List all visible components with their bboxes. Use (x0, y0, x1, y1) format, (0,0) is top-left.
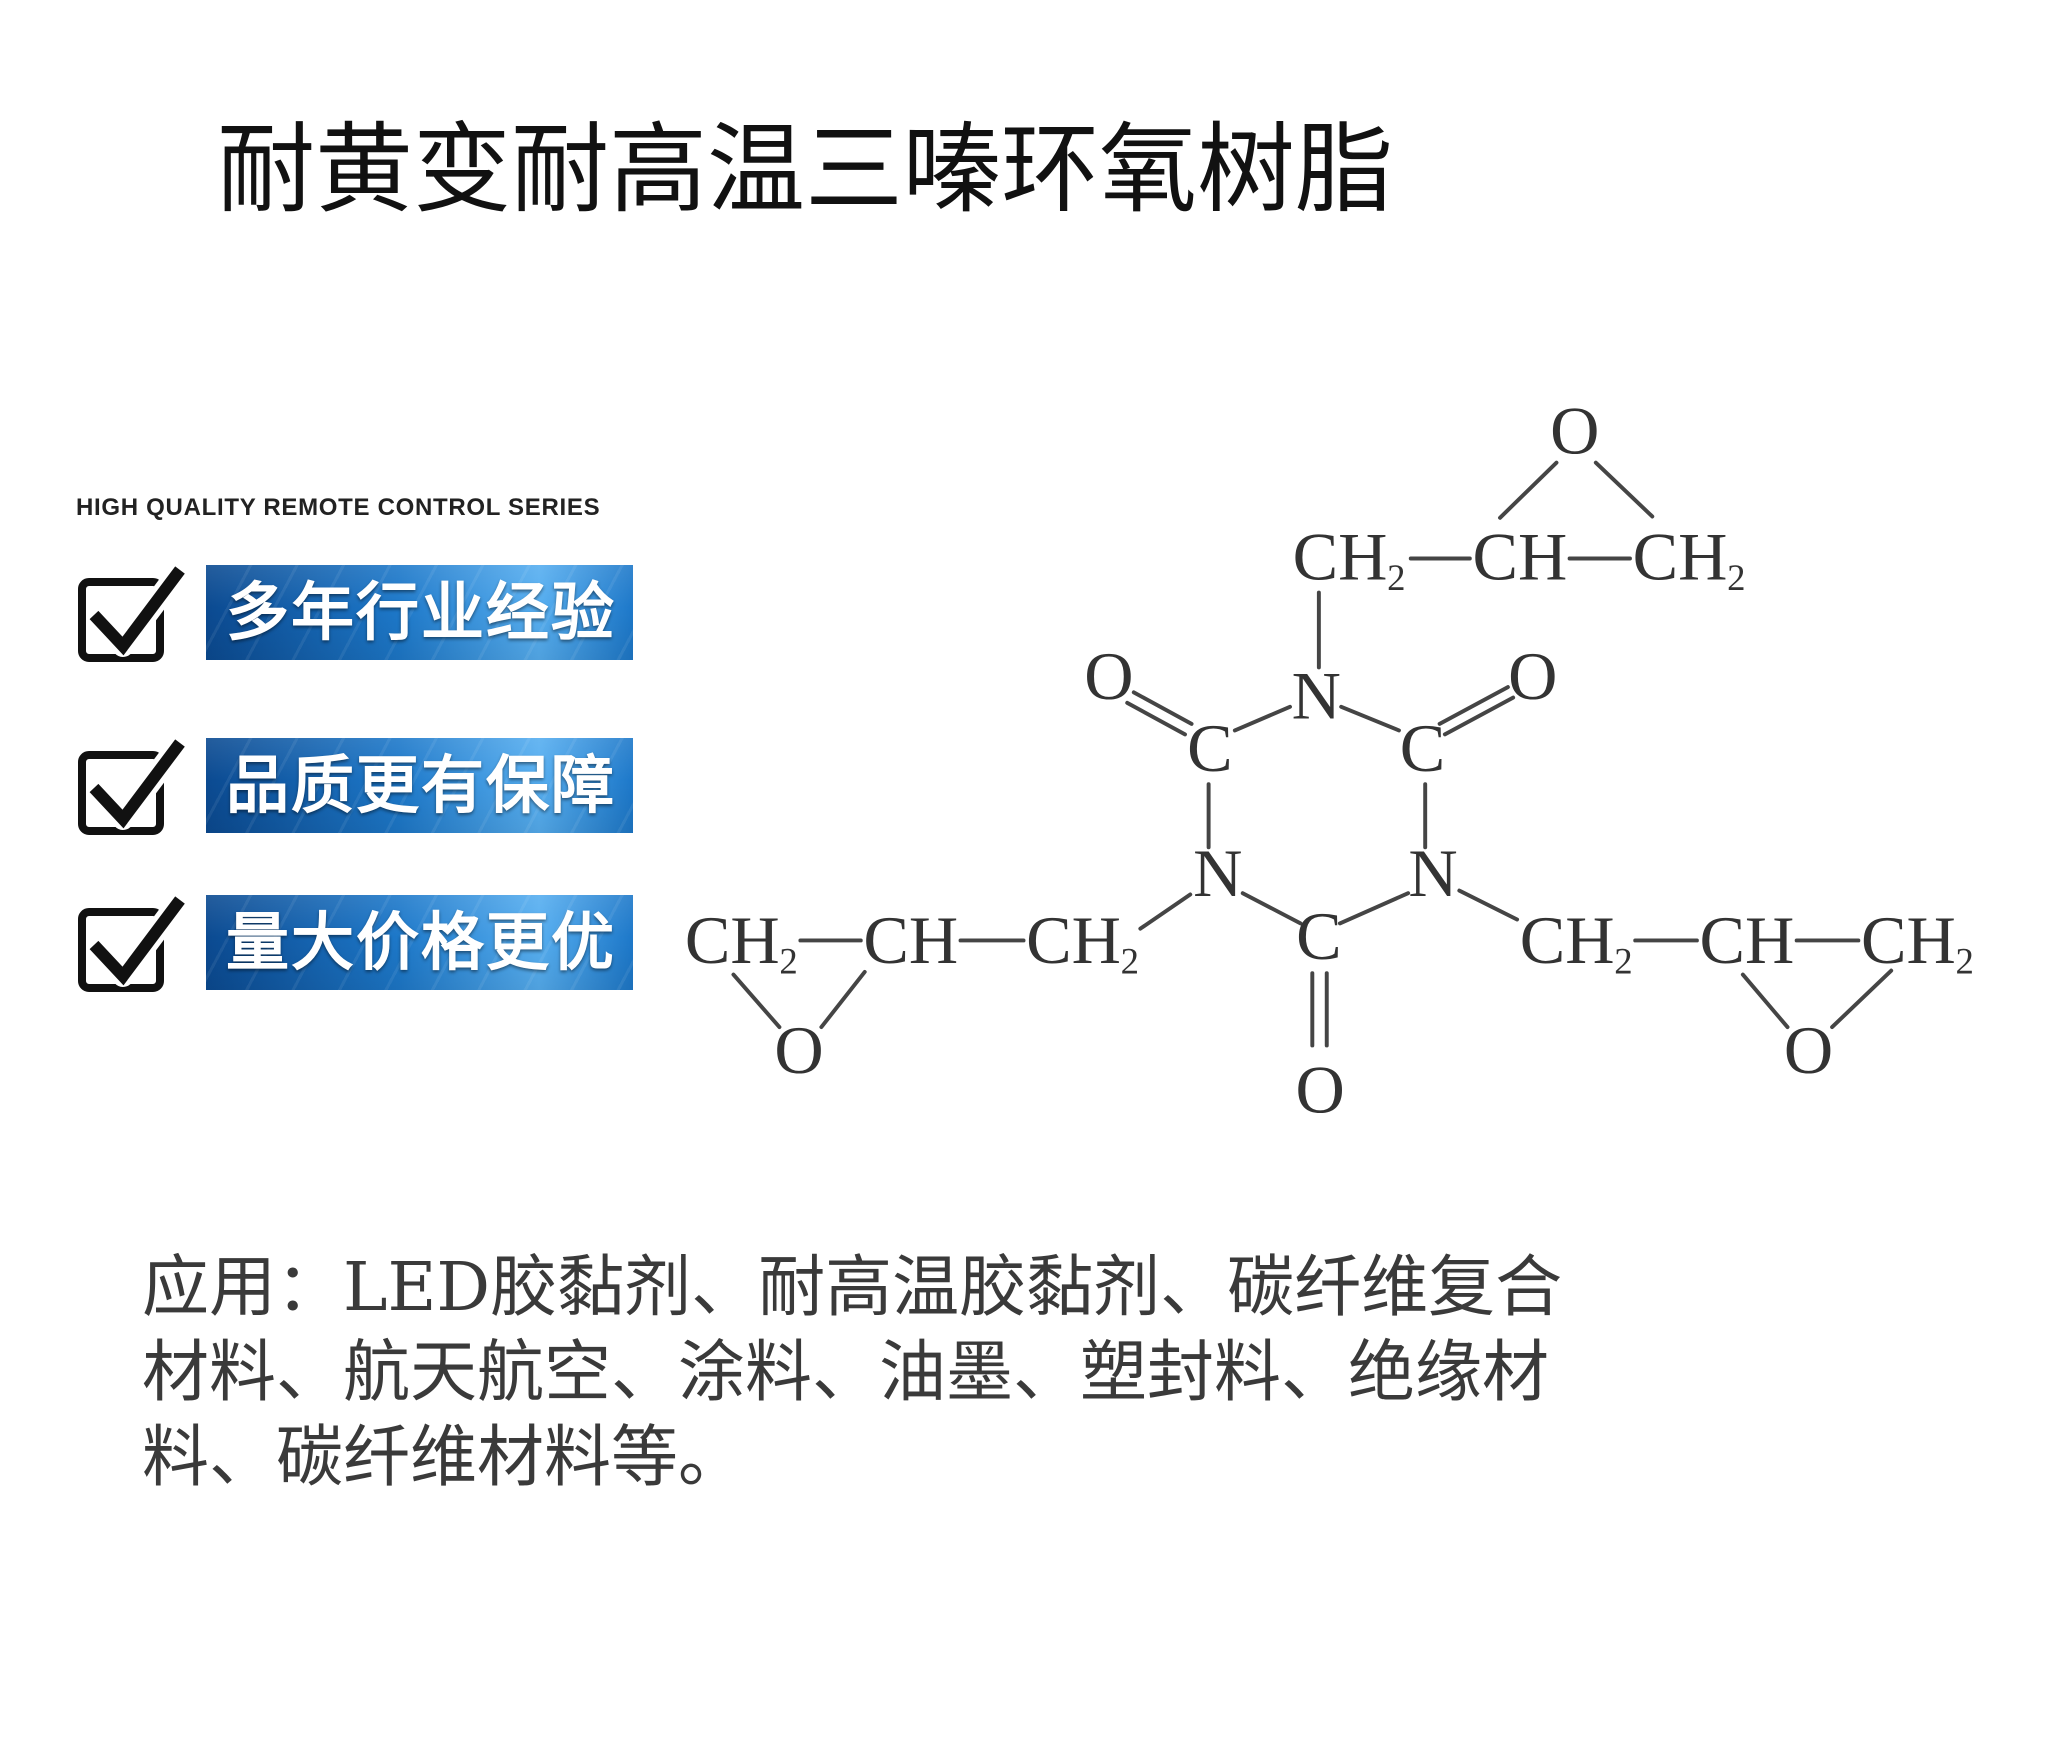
checkbox-checked-icon (78, 736, 188, 835)
left-epoxide-bond-right (819, 969, 867, 1030)
feature-badge: 品质更有保障 (206, 738, 633, 833)
checkbox-frame (78, 751, 164, 835)
ring-carbon-left: C (1187, 710, 1233, 786)
checkbox-frame (78, 908, 164, 992)
ring-bond-n-left-c-bottom (1240, 891, 1303, 926)
checkmark (89, 896, 185, 986)
right-epoxide-bond-right (1830, 968, 1894, 1030)
checkbox-checked-icon (78, 893, 188, 992)
right-ch2-outer-group: CH (1861, 902, 1956, 978)
checkbox-checked-icon (78, 563, 188, 662)
page-title: 耐黄变耐高温三嗪环氧树脂 (217, 113, 1394, 227)
feature-label: 量大价格更优 (226, 906, 616, 979)
feature-row: 多年行业经验 (0, 563, 660, 663)
application-line: 应用：LED胶黏剂、耐高温胶黏剂、碳纤维复合 (142, 1248, 1563, 1326)
chemical-structure-diagram: O CH 2 CH CH 2 N C C O O N N C O CH 2 CH… (685, 392, 1974, 1127)
right-ch2-outer-subscript: 2 (1955, 940, 1973, 981)
carbonyl-oxygen-right: O (1508, 638, 1557, 714)
carbonyl-right-bond-a (1437, 685, 1510, 726)
checkmark (89, 739, 185, 829)
left-ch2-outer-subscript: 2 (779, 940, 797, 981)
right-epoxide-bond-left (1740, 972, 1790, 1030)
left-epoxide-oxygen: O (774, 1012, 823, 1088)
ring-bond-n-top-c-right (1339, 704, 1401, 733)
ring-nitrogen-top: N (1292, 658, 1341, 734)
right-ch2-inner-subscript: 2 (1614, 940, 1632, 981)
right-nitrogen-bond (1457, 888, 1520, 922)
right-ch2-inner-group: CH (1520, 902, 1615, 978)
application-line: 料、碳纤维材料等。 (142, 1418, 745, 1496)
ring-carbon-bottom: C (1296, 898, 1342, 974)
bond-lines (731, 460, 1894, 1048)
series-tagline: HIGH QUALITY REMOTE CONTROL SERIES (76, 494, 601, 521)
top-epoxide-bond-right (1593, 460, 1655, 519)
left-ch2-inner-group: CH (1026, 902, 1121, 978)
top-ch2-right-subscript: 2 (1727, 557, 1745, 598)
carbonyl-left-bond-b (1125, 700, 1187, 737)
checkmark (89, 566, 185, 656)
feature-row: 品质更有保障 (0, 736, 660, 836)
feature-label: 品质更有保障 (226, 749, 616, 822)
left-ch2-outer-group: CH (685, 902, 780, 978)
carbonyl-oxygen-bottom: O (1296, 1051, 1345, 1127)
feature-badge: 量大价格更优 (206, 895, 633, 990)
checkbox-frame (78, 578, 164, 662)
ring-nitrogen-right: N (1408, 835, 1457, 911)
application-line: 材料、航天航空、涂料、油墨、塑封料、绝缘材 (142, 1333, 1549, 1411)
ring-bond-n-top-c-left (1232, 704, 1292, 733)
carbonyl-right-bond-b (1442, 695, 1516, 737)
carbonyl-oxygen-left: O (1084, 638, 1133, 714)
top-ch2-left-group: CH (1293, 518, 1388, 594)
ring-nitrogen-left: N (1193, 835, 1242, 911)
left-ch2-inner-subscript: 2 (1121, 940, 1139, 981)
top-epoxide-bond-left (1498, 460, 1559, 520)
carbonyl-left-bond-a (1131, 690, 1194, 726)
right-ch-group: CH (1700, 902, 1795, 978)
left-nitrogen-bond (1138, 892, 1193, 931)
left-epoxide-bond-left (731, 972, 782, 1030)
feature-label: 多年行业经验 (226, 576, 616, 649)
application-description: 应用：LED胶黏剂、耐高温胶黏剂、碳纤维复合 材料、航天航空、涂料、油墨、塑封料… (142, 1245, 1562, 1500)
ring-bond-n-right-c-bottom (1337, 891, 1411, 926)
ring-carbon-right: C (1400, 710, 1446, 786)
top-ch-group: CH (1472, 518, 1567, 594)
feature-badge: 多年行业经验 (206, 565, 633, 660)
top-epoxide-oxygen: O (1550, 392, 1599, 468)
right-epoxide-oxygen: O (1784, 1012, 1833, 1088)
top-ch2-left-subscript: 2 (1387, 557, 1405, 598)
feature-row: 量大价格更优 (0, 893, 660, 993)
left-ch-group: CH (863, 902, 958, 978)
atom-labels: O CH 2 CH CH 2 N C C O O N N C O CH 2 CH… (685, 392, 1974, 1127)
top-ch2-right-group: CH (1633, 518, 1728, 594)
